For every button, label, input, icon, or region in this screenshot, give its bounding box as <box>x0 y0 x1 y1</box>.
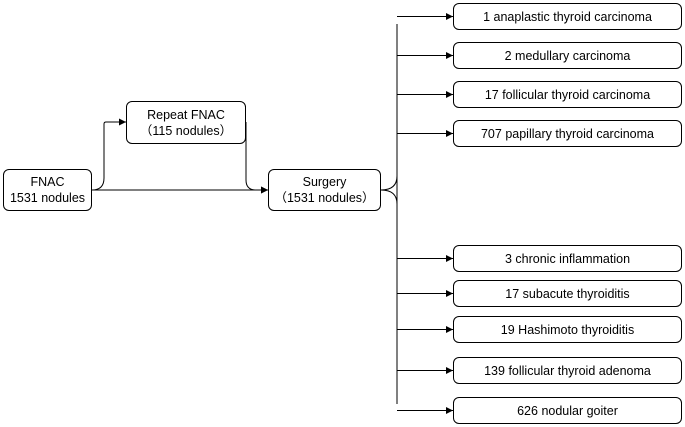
outcome-label: 17 subacute thyroiditis <box>505 286 630 301</box>
repeat-fnac-count: （115 nodules） <box>139 123 233 138</box>
outcome-label: 17 follicular thyroid carcinoma <box>484 87 651 102</box>
outcome-box: 17 follicular thyroid carcinoma <box>453 81 682 108</box>
outcome-label: 3 chronic inflammation <box>504 251 631 266</box>
outcome-label: 707 papillary thyroid carcinoma <box>480 126 654 141</box>
outcome-label: 626 nodular goiter <box>517 403 618 418</box>
edge-repeat-surgery <box>245 122 268 194</box>
outcome-box: 17 subacute thyroiditis <box>453 280 682 307</box>
fnac-title: FNAC <box>30 175 65 189</box>
outcome-box: 626 nodular goiter <box>453 397 682 424</box>
fnac-count: 1531 nodules <box>9 191 86 205</box>
surgery-box: Surgery （1531 nodules） <box>268 169 381 211</box>
outcome-label: 2 medullary carcinoma <box>504 48 631 63</box>
outcome-box: 707 papillary thyroid carcinoma <box>453 120 682 147</box>
outcome-label: 1 anaplastic thyroid carcinoma <box>483 9 652 24</box>
outcome-box: 3 chronic inflammation <box>453 245 682 272</box>
surgery-title: Surgery <box>302 175 347 189</box>
edge-fnac-repeat <box>91 118 126 191</box>
fnac-box: FNAC 1531 nodules <box>3 169 92 211</box>
outcome-box: 2 medullary carcinoma <box>453 42 682 69</box>
surgery-count: （1531 nodules） <box>274 191 375 205</box>
outcome-box: 19 Hashimoto thyroiditis <box>453 316 682 343</box>
outcome-label: 139 follicular thyroid adenoma <box>484 363 651 378</box>
outcome-box: 1 anaplastic thyroid carcinoma <box>453 3 682 30</box>
repeat-fnac-box: Repeat FNAC （115 nodules） <box>126 101 246 144</box>
outcome-label: 19 Hashimoto thyroiditis <box>500 322 635 337</box>
edge-surgery-trunk <box>380 175 398 205</box>
outcome-box: 139 follicular thyroid adenoma <box>453 357 682 384</box>
repeat-fnac-title: Repeat FNAC <box>147 107 225 122</box>
